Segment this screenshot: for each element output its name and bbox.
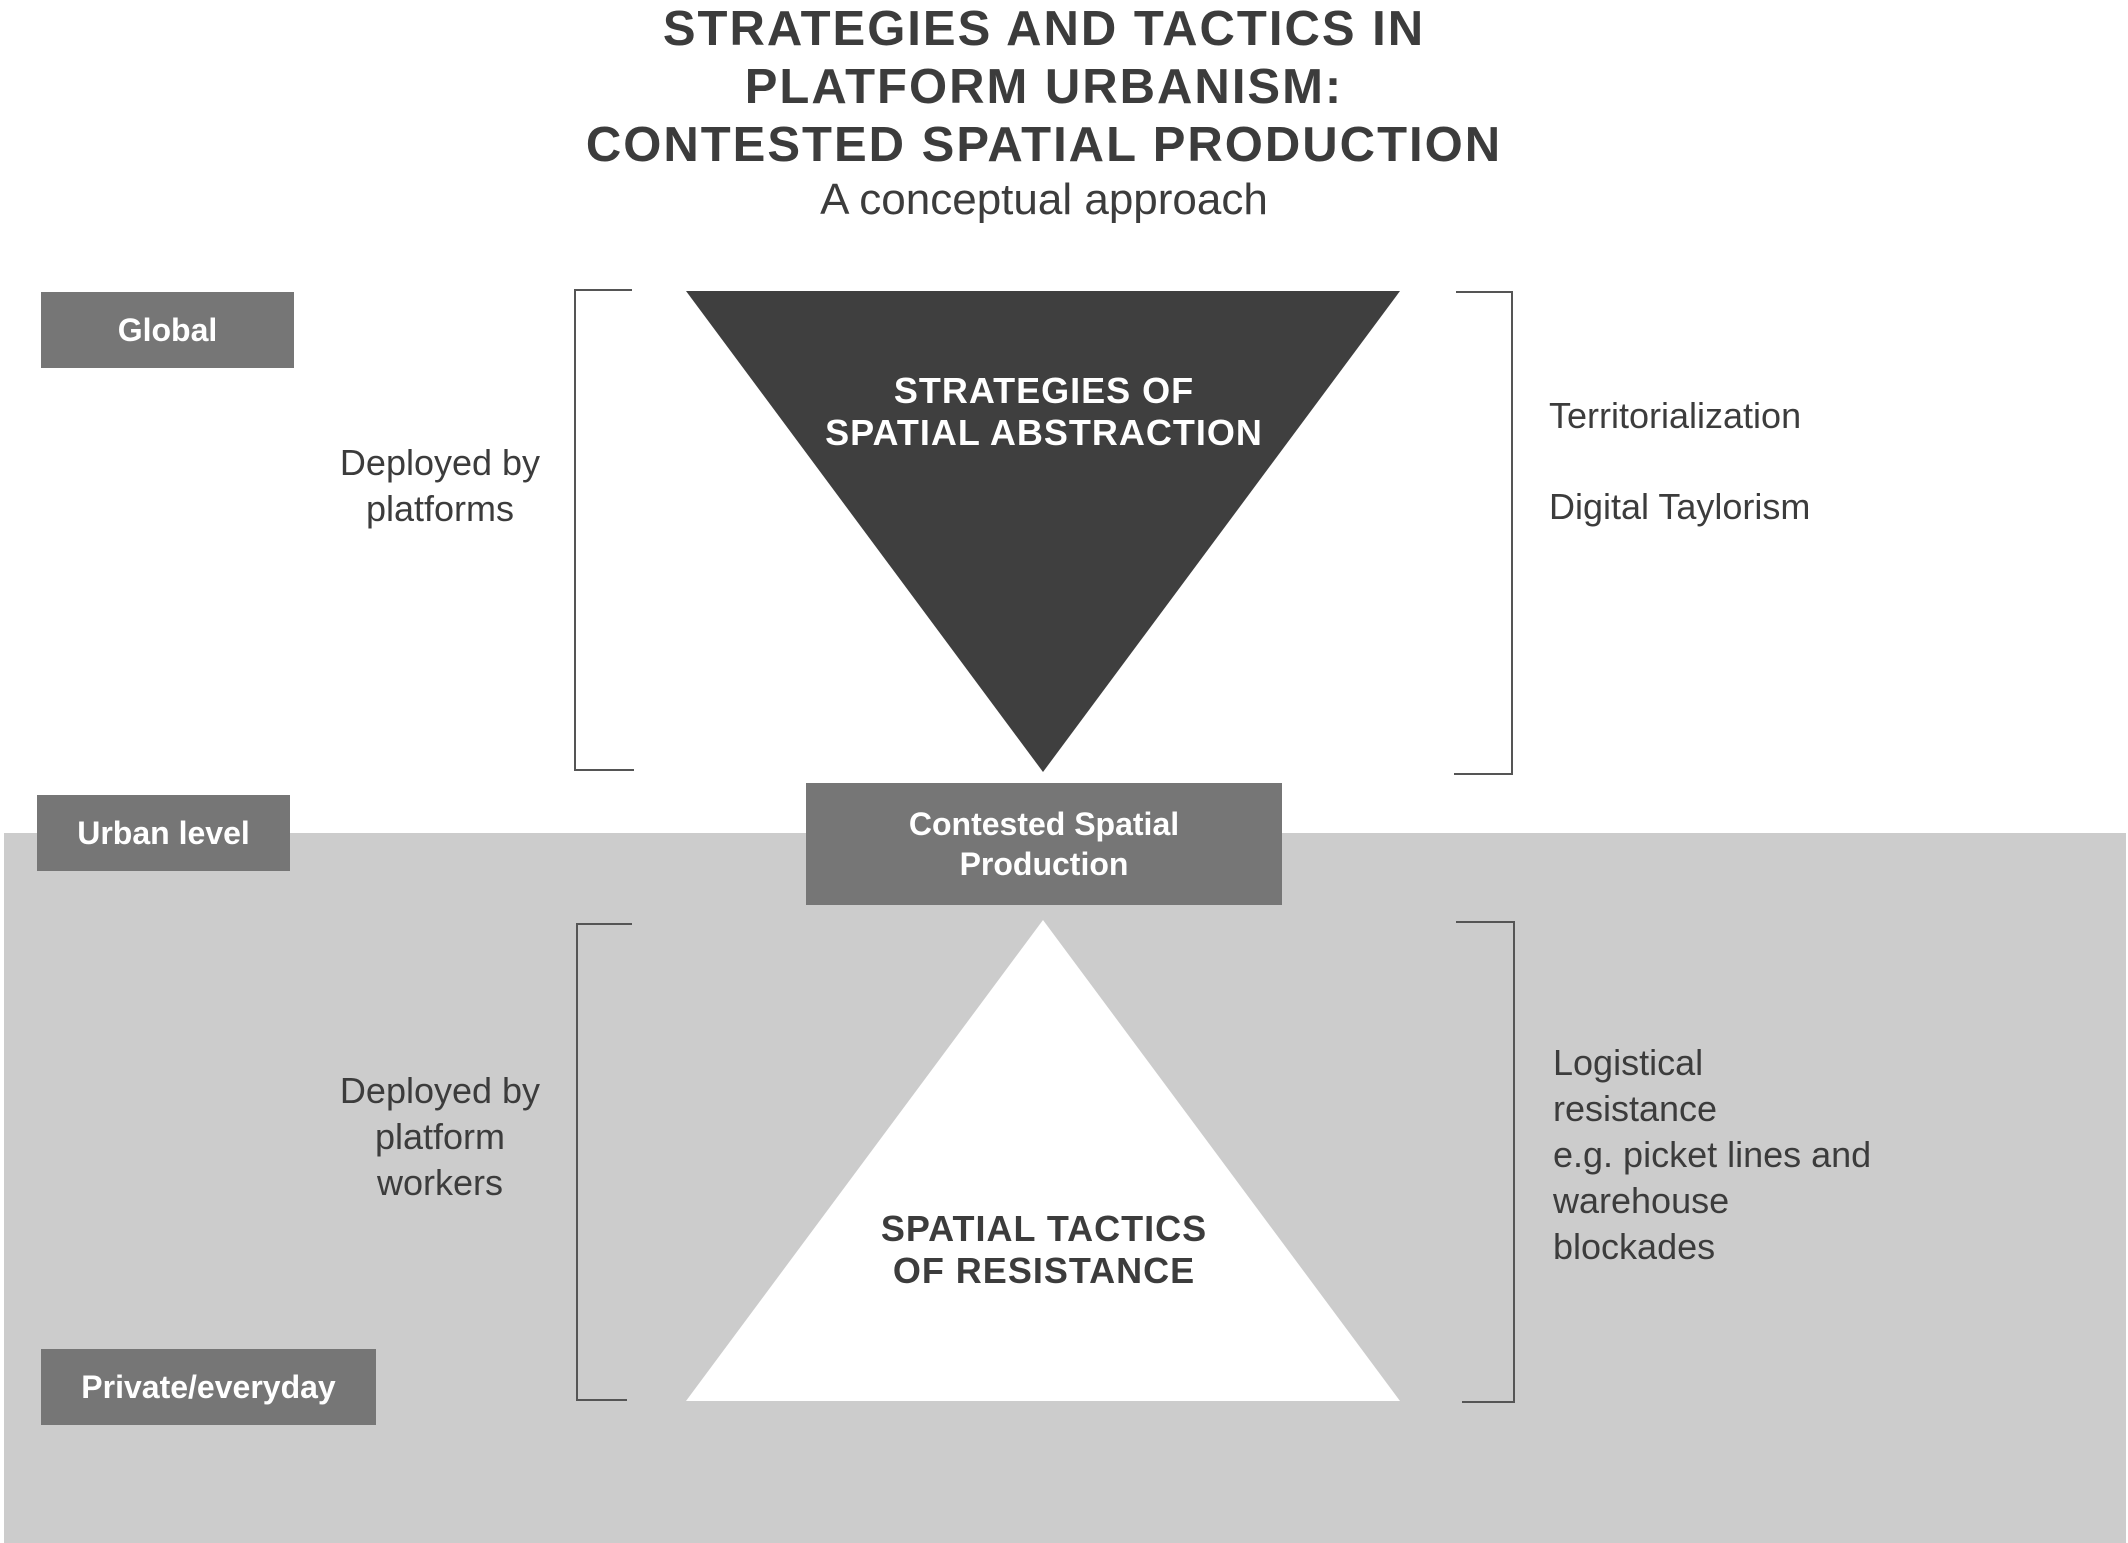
logistical-line-2: resistance: [1553, 1088, 1718, 1129]
title-line-3: CONTESTED SPATIAL PRODUCTION: [585, 118, 1503, 172]
title-line-1: STRATEGIES AND TACTICS IN: [662, 2, 1426, 56]
diagram-title: STRATEGIES AND TACTICS IN PLATFORM URBAN…: [464, 0, 1624, 174]
bottom-triangle-label-line-2: OF RESISTANCE: [892, 1250, 1196, 1291]
bottom-triangle-label-line-1: SPATIAL TACTICS: [880, 1208, 1208, 1249]
left-bracket-top: [574, 289, 634, 771]
deployed-by-platform-workers-text: Deployed by platform workers: [300, 1068, 580, 1206]
level-urban-label: Urban level: [37, 795, 290, 871]
contested-spatial-production-box: Contested Spatial Production: [806, 783, 1282, 905]
right-bracket-bottom: [1456, 921, 1515, 1403]
territorialization-text: Territorialization: [1549, 395, 1802, 436]
top-triangle: [686, 291, 1400, 772]
center-box-label-line-1: Contested Spatial: [908, 806, 1180, 842]
bottom-triangle-label: SPATIAL TACTICS OF RESISTANCE: [804, 1208, 1284, 1292]
logistical-line-4: warehouse: [1553, 1180, 1730, 1221]
deployed-bottom-line-1: Deployed by: [339, 1070, 541, 1111]
diagram-subtitle: A conceptual approach: [820, 175, 1268, 224]
logistical-resistance-text: Logistical resistance e.g. picket lines …: [1553, 1040, 1973, 1270]
deployed-top-line-1: Deployed by: [339, 442, 541, 483]
deployed-bottom-line-3: workers: [376, 1162, 504, 1203]
deployed-top-line-2: platforms: [365, 488, 515, 529]
deployed-by-platforms-text: Deployed by platforms: [300, 440, 580, 532]
digital-taylorism-text: Digital Taylorism: [1549, 486, 1811, 527]
bottom-triangle: [686, 920, 1400, 1401]
top-triangle-label-line-2: SPATIAL ABSTRACTION: [825, 412, 1263, 453]
deployed-bottom-line-2: platform: [374, 1116, 506, 1157]
logistical-line-3: e.g. picket lines and: [1553, 1134, 1872, 1175]
logistical-line-5: blockades: [1553, 1226, 1716, 1267]
title-line-2: PLATFORM URBANISM:: [744, 60, 1344, 114]
level-private-label: Private/everyday: [41, 1349, 376, 1425]
center-box-label-line-2: Production: [959, 846, 1129, 882]
right-bracket-top: [1454, 291, 1513, 775]
top-triangle-label-line-1: STRATEGIES OF: [893, 370, 1195, 411]
left-bracket-bottom: [576, 923, 632, 1401]
logistical-line-1: Logistical: [1553, 1042, 1704, 1083]
center-box-label: Contested Spatial Production: [854, 804, 1234, 884]
level-global-label: Global: [41, 292, 294, 368]
top-triangle-label: STRATEGIES OF SPATIAL ABSTRACTION: [784, 370, 1304, 454]
